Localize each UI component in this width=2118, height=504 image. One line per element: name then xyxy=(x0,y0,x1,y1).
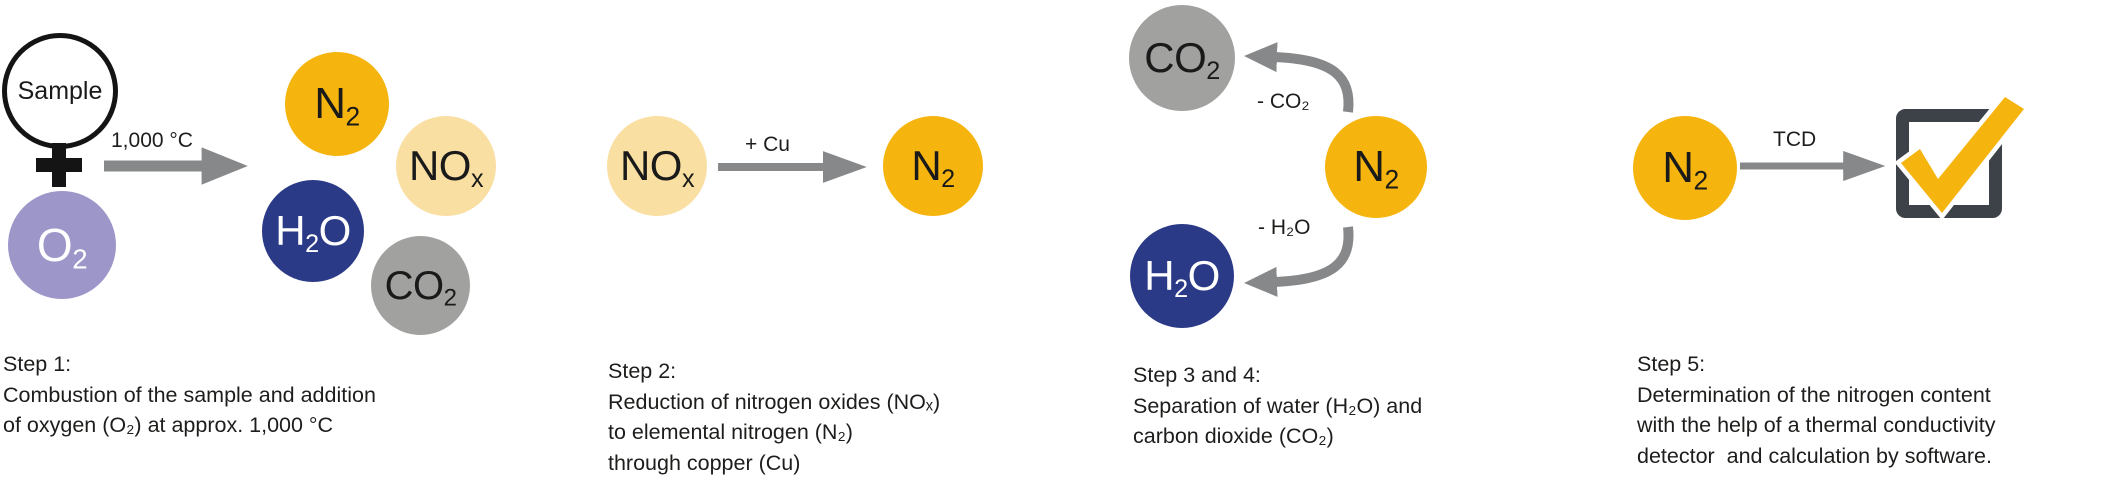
plus-icon xyxy=(36,143,82,187)
step-5-title: Step 5: xyxy=(1637,352,1706,376)
co2-product-circle: CO2 xyxy=(371,236,470,335)
co2-separated-circle: CO2 xyxy=(1129,5,1235,111)
step-5-caption: Step 5: Determination of the nitrogen co… xyxy=(1637,349,1996,471)
h2o-label: H2O xyxy=(1144,252,1220,304)
nox-product-circle: NOx xyxy=(396,116,496,216)
co2-removal-arrow-icon xyxy=(1244,42,1354,113)
temperature-label: 1,000 °C xyxy=(111,129,193,152)
co2-label: CO2 xyxy=(384,263,457,312)
reduction-arrow-icon xyxy=(718,151,867,183)
n2-label: N2 xyxy=(1662,143,1708,196)
checked-checkbox-icon xyxy=(1894,91,2031,221)
n2-result-circle: N2 xyxy=(883,116,983,216)
minus-h2o-label: - H₂O xyxy=(1258,216,1311,239)
tcd-label: TCD xyxy=(1773,128,1817,151)
n2-label: N2 xyxy=(911,142,955,194)
minus-co2-label: - CO₂ xyxy=(1257,90,1310,113)
step-3-4-caption: Step 3 and 4: Separation of water (H₂O) … xyxy=(1133,360,1422,452)
n2-product-circle: N2 xyxy=(285,52,389,156)
nox-label: NOx xyxy=(619,142,695,194)
n2-center-circle: N2 xyxy=(1325,116,1427,218)
co2-label: CO2 xyxy=(1144,34,1220,86)
h2o-separated-circle: H2O xyxy=(1130,224,1234,328)
h2o-product-circle: H2O xyxy=(262,180,364,282)
step-1-title: Step 1: xyxy=(3,352,72,376)
step-3-4-title: Step 3 and 4: xyxy=(1133,363,1261,387)
n2-final-circle: N2 xyxy=(1633,116,1737,220)
nox-label: NOx xyxy=(408,142,484,194)
n2-label: N2 xyxy=(1353,142,1399,195)
step-2-caption: Step 2: Reduction of nitrogen oxides (NO… xyxy=(608,356,940,478)
o2-circle: O2 xyxy=(8,191,116,299)
detection-arrow-icon xyxy=(1740,150,1886,182)
h2o-removal-arrow-icon xyxy=(1244,226,1354,297)
step-2-title: Step 2: xyxy=(608,359,677,383)
copper-label: + Cu xyxy=(745,133,790,156)
o2-label: O2 xyxy=(36,219,88,275)
combustion-arrow-icon xyxy=(104,147,248,185)
sample-circle: Sample xyxy=(2,33,118,149)
nox-reactant-circle: NOx xyxy=(607,116,707,216)
h2o-label: H2O xyxy=(275,207,351,259)
n2-label: N2 xyxy=(314,79,360,132)
checkmark-icon xyxy=(1894,91,2031,221)
step-1-caption: Step 1: Combustion of the sample and add… xyxy=(3,349,376,441)
sample-label: Sample xyxy=(17,76,103,105)
